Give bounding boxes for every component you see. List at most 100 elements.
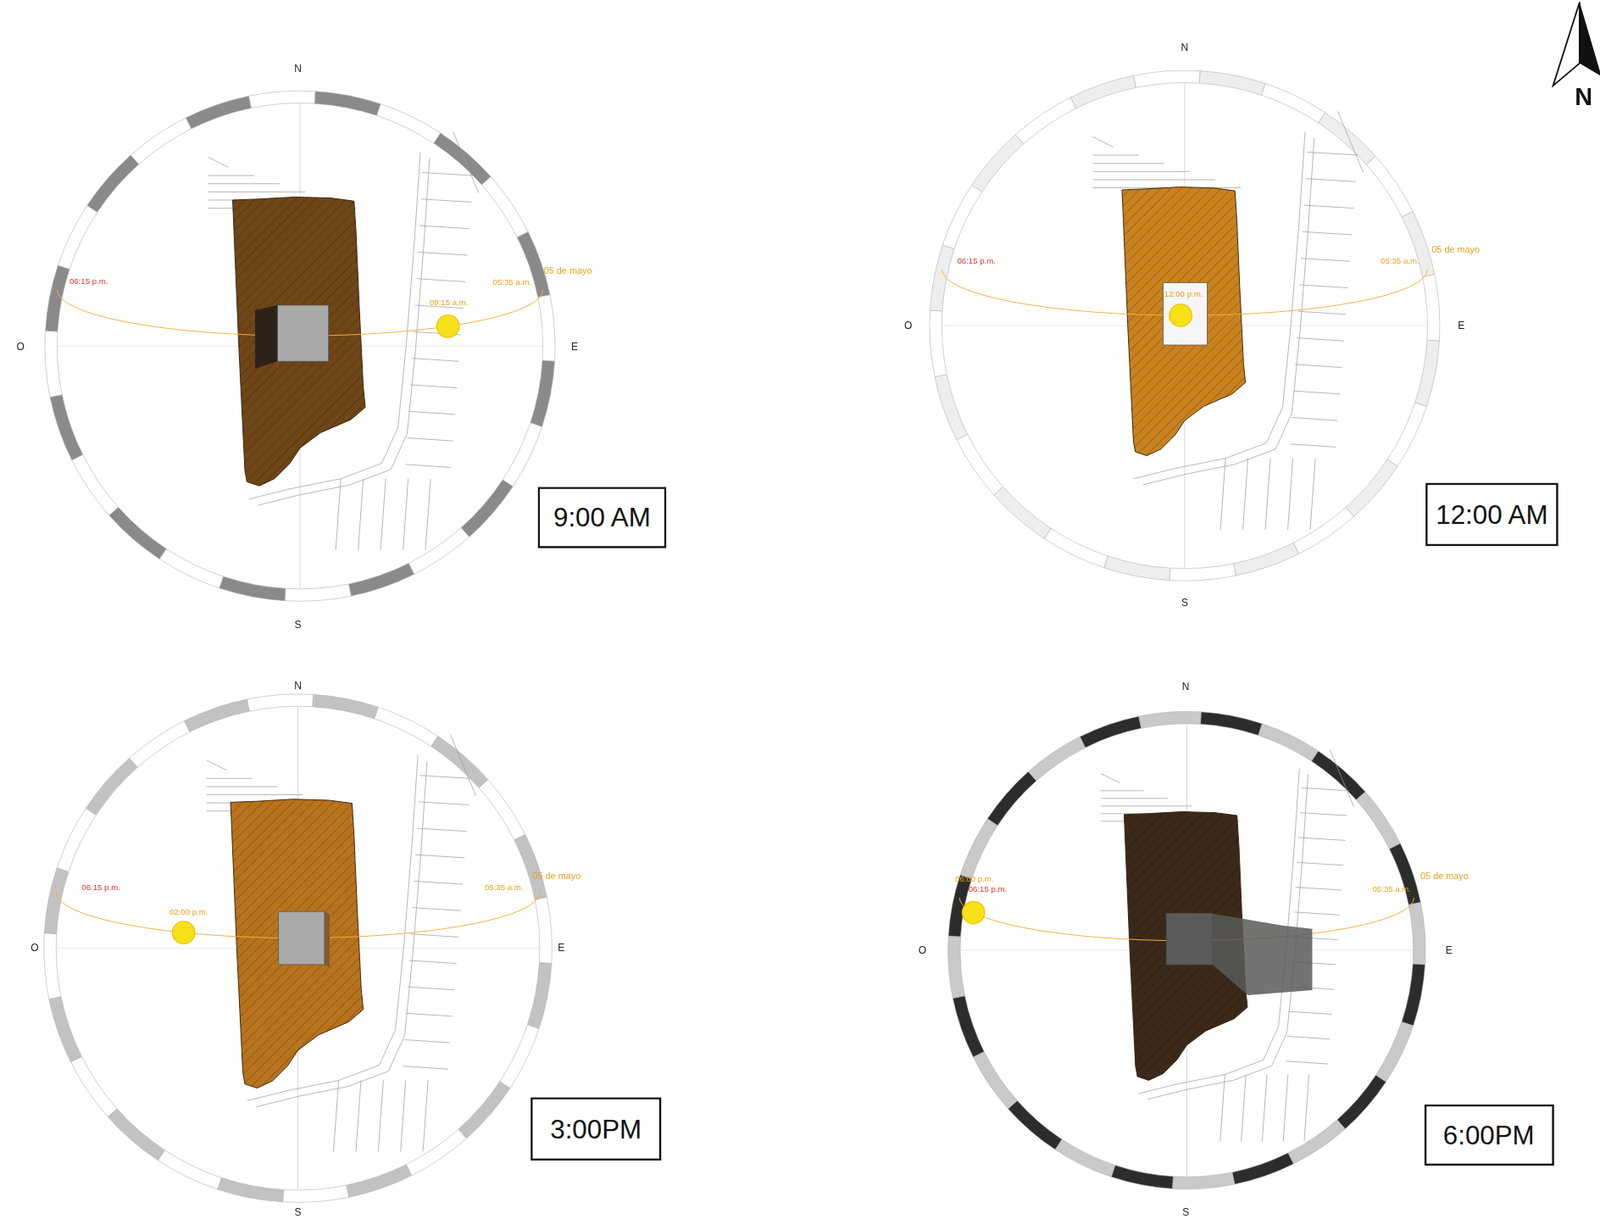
compass-ring-segment — [283, 1184, 350, 1202]
compass-ring-segment — [1169, 563, 1236, 581]
compass-ring-segment — [929, 244, 955, 312]
compass-ring-segment — [57, 205, 97, 269]
compass-ring-segment — [107, 1108, 165, 1161]
compass-ring-segment — [1366, 155, 1413, 217]
compass-letter: E — [1457, 320, 1465, 331]
compass-ring-segment — [960, 818, 998, 879]
compass-ring-segment — [538, 294, 556, 362]
compass-ring-segment — [56, 807, 96, 872]
compass-ring-segment — [348, 563, 414, 597]
site-hatch — [233, 196, 367, 486]
compass-ring-segment — [44, 933, 62, 1000]
compass-ring-segment — [1133, 70, 1200, 88]
compass-ring-segment — [346, 1164, 412, 1197]
time-box: 9:00 AM — [538, 486, 667, 548]
sunrise-time: 05:35 a.m. — [493, 278, 533, 288]
sunset-time: 06:15 p.m. — [81, 883, 121, 893]
time-label: 9:00 AM — [553, 504, 651, 531]
sunrise-time: 05:35 a.m. — [484, 883, 524, 893]
compass-ring-segment — [1311, 750, 1367, 800]
compass-ring-segment — [1233, 542, 1299, 576]
compass-ring-segment — [87, 155, 139, 212]
compass-ring-segment — [478, 779, 526, 840]
compass-ring-segment — [1337, 1074, 1387, 1129]
sun-panel — [948, 711, 1427, 1189]
compass-letter: E — [571, 341, 578, 352]
compass-letter: O — [918, 944, 927, 956]
compass-ring-segment — [1408, 902, 1426, 965]
compass-ring-segment — [129, 720, 190, 767]
compass-ring-segment — [44, 867, 69, 934]
compass-ring-segment — [987, 771, 1037, 826]
time-box: 6:00PM — [1423, 1104, 1554, 1166]
compass-ring-segment — [461, 479, 513, 537]
compass-ring-segment — [159, 548, 223, 588]
compass-ring-segment — [70, 1055, 117, 1117]
compass-letter: S — [1182, 1206, 1189, 1217]
compass-ring-segment — [284, 583, 351, 601]
compass-ring-segment — [1044, 527, 1108, 567]
sun-time: 09:15 a.m. — [429, 299, 469, 308]
compass-ring-segment — [1422, 274, 1440, 341]
compass-ring-segment — [433, 133, 491, 185]
compass-ring-segment — [1232, 1152, 1294, 1184]
compass-letter: S — [1181, 598, 1189, 609]
compass-ring-segment — [972, 1051, 1017, 1109]
compass-ring-segment — [249, 90, 316, 108]
time-box: 3:00PM — [530, 1096, 662, 1161]
neighbourhood-map — [206, 734, 477, 1152]
neighbourhood-map — [1093, 111, 1364, 530]
date-label: 05 de mayo — [533, 872, 582, 882]
sun-panel — [44, 694, 553, 1203]
neighbourhood-map — [1100, 749, 1355, 1141]
compass-letter: O — [16, 341, 24, 352]
compass-ring-segment — [500, 1024, 539, 1089]
compass-ring-segment — [1345, 459, 1398, 517]
building-shadow — [255, 305, 278, 369]
compass-ring-segment — [431, 735, 489, 788]
sunset-time: 06:15 p.m. — [956, 256, 996, 266]
compass-ring-segment — [1015, 97, 1077, 145]
compass-ring-segment — [219, 576, 286, 601]
site-hatch — [230, 799, 364, 1089]
time-label: 6:00PM — [1443, 1121, 1535, 1148]
compass-letter: S — [294, 619, 302, 630]
date-label: 05 de mayo — [1431, 245, 1480, 256]
compass-ring-segment — [530, 360, 556, 427]
compass-ring-segment — [1104, 555, 1171, 581]
compass-ring-segment — [527, 962, 552, 1029]
building-volume — [1166, 913, 1212, 965]
compass-letter: O — [904, 320, 912, 331]
compass-ring-segment — [1079, 716, 1141, 748]
site-plot — [233, 196, 367, 486]
compass-ring-segment — [217, 1177, 284, 1202]
building-volume — [277, 305, 329, 362]
compass-ring-segment — [405, 1128, 467, 1176]
compass-ring-segment — [948, 935, 966, 998]
sunset-time: 06:15 p.m. — [69, 277, 109, 287]
neighbourhood-map — [208, 131, 479, 550]
compass-ring-segment — [458, 1081, 511, 1139]
site-plot — [230, 799, 364, 1089]
compass-ring-segment — [1375, 1022, 1413, 1083]
compass-ring-segment — [246, 694, 313, 712]
compass-ring-segment — [44, 330, 62, 397]
compass-ring-segment — [481, 176, 528, 238]
compass-ring-segment — [1388, 843, 1421, 905]
compass-ring-segment — [934, 374, 968, 440]
compass-ring-segment — [1261, 83, 1326, 123]
sun-panel — [44, 90, 556, 601]
building-shadow — [1211, 913, 1312, 995]
sun-time: 02:00 p.m. — [169, 908, 209, 917]
compass-ring-segment — [130, 117, 192, 165]
sun-panel — [929, 70, 1440, 581]
compass-ring-segment — [929, 310, 947, 377]
compass-ring-segment — [109, 506, 167, 559]
time-label: 12:00 AM — [1435, 500, 1548, 528]
compass-letter: N — [294, 680, 302, 691]
compass-ring-segment — [1138, 711, 1201, 728]
compass-ring-segment — [1401, 963, 1426, 1026]
compass-ring-segment — [1318, 112, 1376, 165]
